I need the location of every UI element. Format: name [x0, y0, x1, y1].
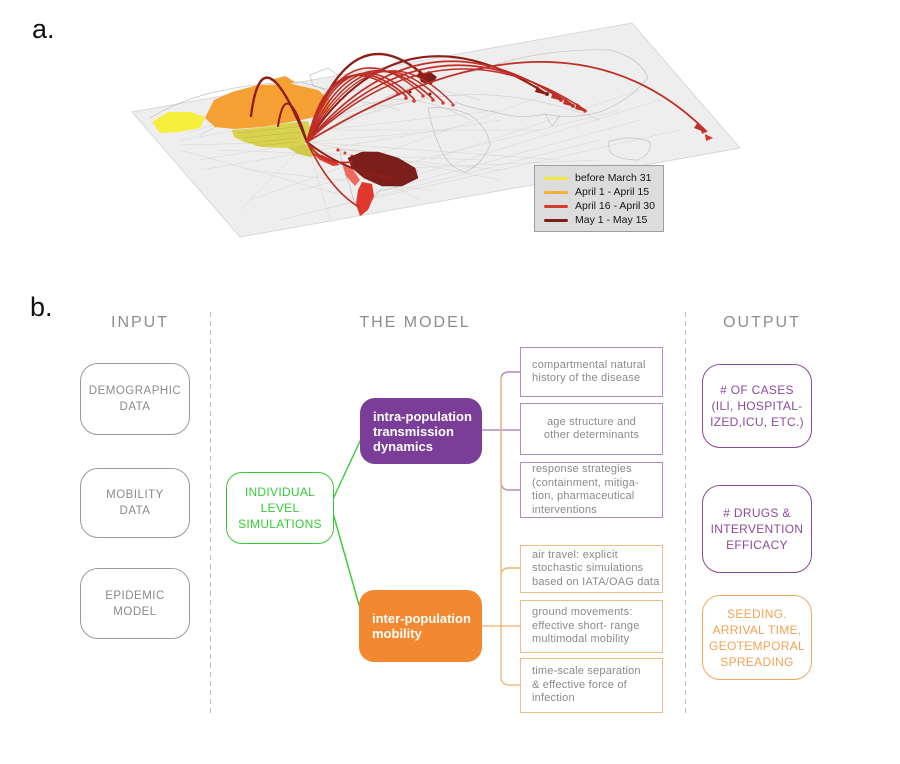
- legend-label: April 1 - April 15: [575, 186, 650, 198]
- region-argentina: [356, 182, 374, 216]
- region-usa: [232, 121, 312, 148]
- orange-connectors: [482, 377, 520, 686]
- column-divider: [210, 312, 211, 716]
- legend-row: before March 31: [544, 171, 657, 185]
- column-header-input: INPUT: [111, 314, 169, 331]
- legend-swatch: [544, 204, 568, 208]
- world-map: [131, 22, 741, 238]
- legend-label: May 1 - May 15: [575, 214, 648, 226]
- europe-spots: [396, 92, 455, 107]
- legend-swatch: [544, 218, 568, 222]
- region-brazil-venezuela: [347, 151, 419, 187]
- arc-arrowheads: [417, 70, 707, 133]
- map-legend: before March 31 April 1 - April 15 April…: [534, 165, 664, 232]
- legend-label: April 16 - April 30: [575, 200, 655, 212]
- legend-row: May 1 - May 15: [544, 213, 657, 227]
- column-header-output: OUTPUT: [723, 314, 801, 331]
- detail-box-compartmental-history: compartmental natural history of the dis…: [520, 347, 663, 397]
- detail-box-air-travel: air travel: explicit stochastic simulati…: [520, 545, 663, 593]
- legend-label: before March 31: [575, 172, 652, 184]
- column-header-model: THE MODEL: [359, 314, 471, 331]
- region-alaska: [152, 112, 205, 133]
- region-peru: [342, 162, 360, 186]
- detail-box-response-strategies: response strategies (containment, mitiga…: [520, 462, 663, 518]
- input-box-demographic-data: DEMOGRAPHIC DATA: [80, 363, 190, 435]
- legend-swatch: [544, 176, 568, 180]
- detail-box-age-structure: age structure and other determinants: [520, 403, 663, 455]
- intra-population-box: intra-population transmission dynamics: [360, 398, 482, 464]
- panel-a-label: a.: [32, 14, 55, 44]
- input-box-epidemic-model: EPIDEMIC MODEL: [80, 568, 190, 639]
- colored-regions: [152, 71, 713, 216]
- output-box-cases: # OF CASES (ILI, HOSPITAL- IZED,ICU, ETC…: [702, 364, 812, 448]
- detail-box-time-scale: time-scale separation & effective force …: [520, 658, 663, 713]
- column-divider: [685, 312, 686, 716]
- output-box-drugs: # DRUGS & INTERVENTION EFFICACY: [702, 485, 812, 573]
- flight-arcs: [249, 52, 707, 208]
- legend-swatch: [544, 190, 568, 194]
- panel-b-label: b.: [30, 292, 53, 322]
- region-arctic-islands: [270, 76, 295, 87]
- input-box-mobility-data: MOBILITY DATA: [80, 468, 190, 538]
- legend-row: April 16 - April 30: [544, 199, 657, 213]
- green-connectors: [332, 438, 362, 613]
- legend-row: April 1 - April 15: [544, 185, 657, 199]
- core-box-individual-level-simulations: INDIVIDUAL LEVEL SIMULATIONS: [226, 472, 334, 544]
- output-box-seeding: SEEDING. ARRIVAL TIME, GEOTEMPORAL SPREA…: [702, 595, 812, 680]
- inter-population-box: inter-population mobility: [359, 590, 482, 662]
- detail-box-ground-movements: ground movements: effective short- range…: [520, 600, 663, 653]
